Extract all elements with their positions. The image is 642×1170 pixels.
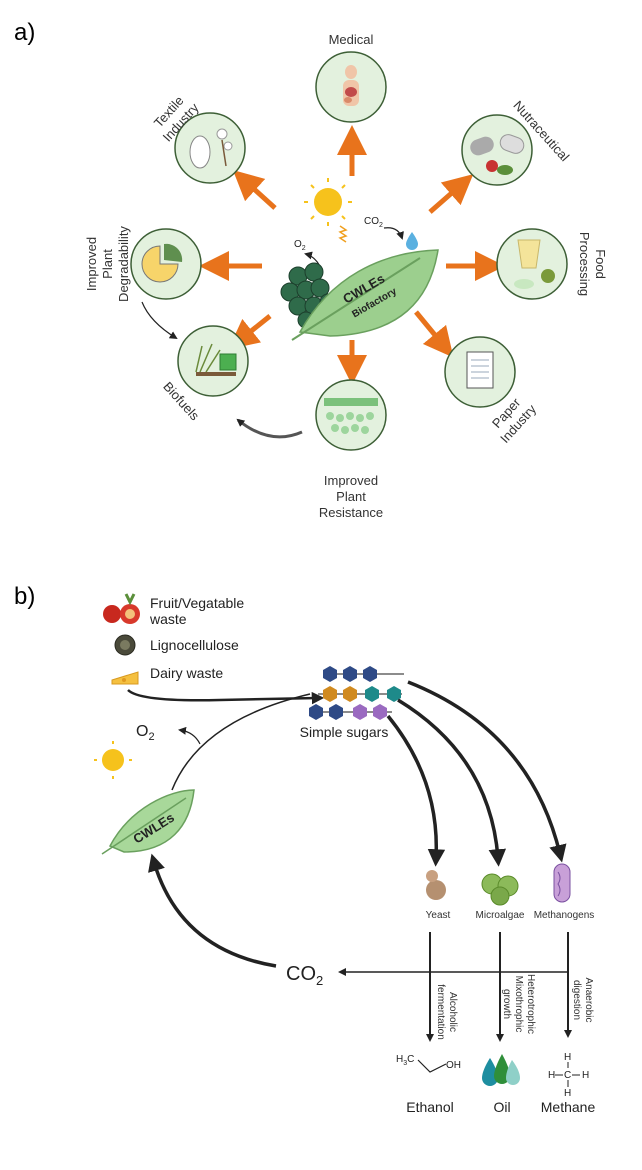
panel-a-label: a) bbox=[14, 19, 35, 46]
feedstock-lignocellulose: Lignocellulose bbox=[150, 637, 239, 653]
yeast-icon bbox=[426, 870, 446, 900]
label-food-1: Food bbox=[593, 249, 608, 279]
organism-microalgae: Microalgae bbox=[476, 910, 525, 921]
svg-text:H3C: H3C bbox=[396, 1054, 414, 1067]
product-oil: Oil bbox=[493, 1099, 510, 1115]
svg-text:H: H bbox=[564, 1052, 571, 1063]
simple-sugars-label: Simple sugars bbox=[300, 724, 389, 740]
label-improved-1: Improved bbox=[84, 237, 99, 291]
arrow-biofuels bbox=[228, 314, 272, 350]
cheese-icon bbox=[111, 671, 139, 685]
sun-icon bbox=[304, 178, 352, 243]
circle-paper bbox=[444, 336, 516, 408]
svg-text:H: H bbox=[582, 1070, 589, 1081]
o2-label: O2 bbox=[294, 239, 306, 252]
svg-text:OH: OH bbox=[446, 1060, 461, 1071]
circle-biofuels bbox=[177, 325, 249, 397]
label-improved-3: Degradability bbox=[116, 226, 131, 302]
sugars-to-microalgae-arrow bbox=[397, 698, 507, 867]
circle-medical bbox=[315, 51, 387, 123]
methane-structure: H H C H H bbox=[548, 1052, 589, 1099]
svg-text:H: H bbox=[564, 1088, 571, 1099]
label-medical: Medical bbox=[329, 32, 374, 47]
panel-b-sun-icon bbox=[94, 741, 132, 779]
arrow-textile bbox=[232, 169, 277, 210]
application-arrows bbox=[199, 125, 505, 385]
sugars-to-methanogens-arrow bbox=[407, 680, 567, 863]
water-drop-icon bbox=[406, 232, 418, 250]
co2-in-arrow bbox=[383, 227, 404, 240]
ethanol-structure: H3C OH bbox=[396, 1054, 461, 1073]
central-leaf bbox=[291, 249, 439, 341]
label-resistance-3: Resistance bbox=[319, 505, 383, 520]
oil-drops-icon bbox=[482, 1054, 520, 1086]
co2-to-leaf-arrow bbox=[148, 853, 277, 968]
feedstock-fruit-2: waste bbox=[149, 611, 187, 627]
product-ethanol: Ethanol bbox=[406, 1099, 453, 1115]
lignocellulose-icon bbox=[114, 634, 136, 656]
resistance-to-biofuels-arrow bbox=[236, 418, 303, 439]
process-anaerobic-2: digestion bbox=[571, 980, 582, 1020]
process-hetero-2: Mixothrophic bbox=[513, 976, 524, 1033]
process-anaerobic-1: Anaerobic bbox=[583, 977, 594, 1022]
process-alcoholic-1: Alcoholic bbox=[447, 992, 458, 1032]
process-alcoholic-2: fermentation bbox=[435, 984, 446, 1040]
circle-improved-degradability bbox=[130, 228, 202, 300]
fruit-vegetable-icon bbox=[103, 593, 140, 624]
product-methane: Methane bbox=[541, 1099, 596, 1115]
arrow-nutraceutical bbox=[428, 174, 474, 214]
label-improved-2: Plant bbox=[100, 249, 115, 279]
panel-b-leaf bbox=[101, 789, 195, 855]
panel-b-label: b) bbox=[14, 583, 35, 610]
leaf-to-sugars-arc bbox=[171, 693, 311, 791]
label-resistance-2: Plant bbox=[336, 489, 366, 504]
label-resistance-1: Improved bbox=[324, 473, 378, 488]
feedstock-to-sugars-arrow bbox=[127, 689, 325, 705]
circle-food bbox=[496, 228, 568, 300]
degradability-to-biofuels-arrow bbox=[141, 301, 178, 340]
panel-b-co2-label: CO2 bbox=[286, 963, 323, 988]
methanogen-icon bbox=[553, 863, 571, 903]
feedstock-fruit-1: Fruit/Vegatable bbox=[150, 595, 244, 611]
process-hetero-1: Heterotrophic bbox=[525, 974, 536, 1034]
process-hetero-3: growth bbox=[501, 989, 512, 1019]
panel-b-o2-label: O2 bbox=[136, 723, 155, 743]
svg-text:H: H bbox=[548, 1070, 555, 1081]
arrow-paper bbox=[414, 310, 454, 358]
organism-methanogens: Methanogens bbox=[534, 910, 595, 921]
circle-textile bbox=[174, 112, 246, 184]
organism-yeast: Yeast bbox=[426, 910, 451, 921]
simple-sugars-icon bbox=[309, 666, 404, 720]
sugars-to-yeast-arrow bbox=[386, 714, 446, 867]
circle-nutraceutical bbox=[461, 114, 533, 186]
circle-resistance bbox=[315, 379, 387, 451]
panel-b-o2-arrow bbox=[178, 726, 201, 745]
svg-text:C: C bbox=[564, 1070, 571, 1081]
co2-label: CO2 bbox=[364, 216, 383, 229]
label-food-2: Processing bbox=[577, 232, 592, 296]
feedstock-dairy: Dairy waste bbox=[150, 665, 223, 681]
microalgae-icon bbox=[481, 873, 519, 906]
